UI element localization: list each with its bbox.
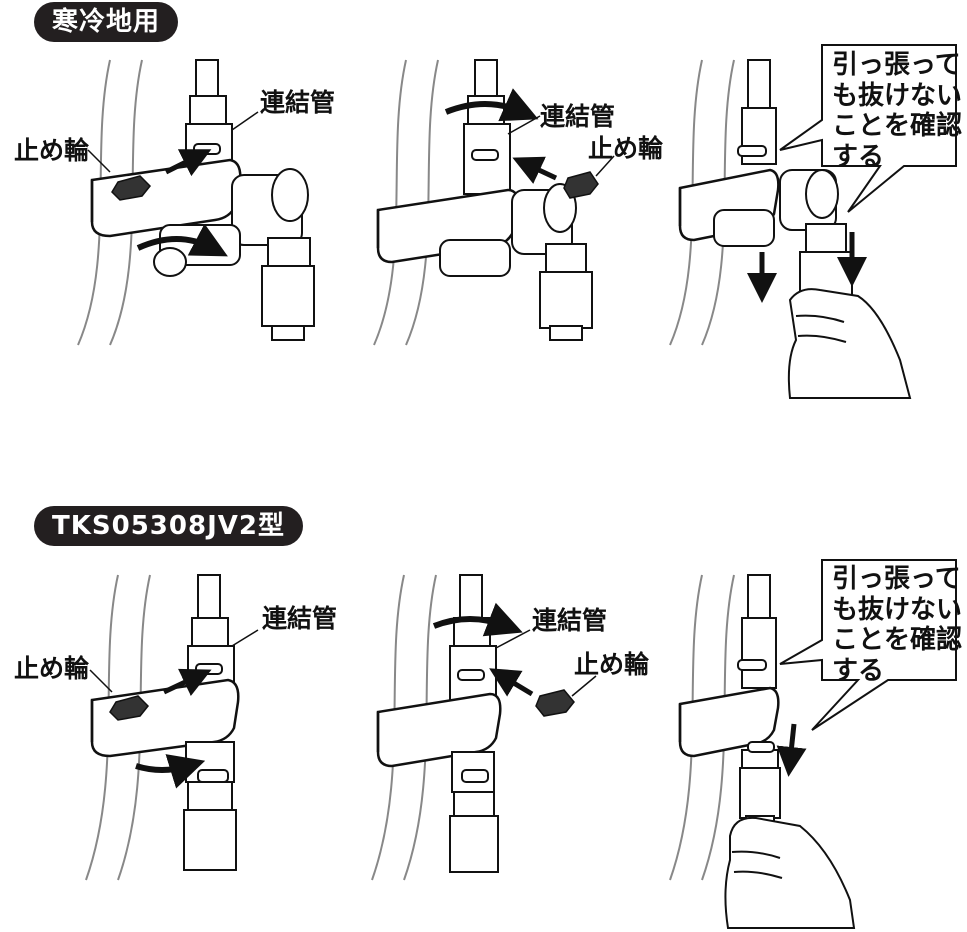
pipe-5 <box>449 574 497 707</box>
callout-line: する <box>832 142 885 173</box>
pipe-2 <box>463 59 511 195</box>
rotate-arrow-4 <box>135 754 206 789</box>
leader-pipe-5 <box>495 629 531 649</box>
label-connecting-pipe: 連結管 <box>532 606 608 635</box>
callout-line: ことを確認 <box>832 625 963 656</box>
callout-check-text: 引っ張って も抜けない ことを確認 する <box>832 50 962 173</box>
push-arrow-4 <box>162 668 212 696</box>
rotate-arrow-2 <box>444 88 539 122</box>
leader-ring-4 <box>89 669 113 693</box>
bracket-5 <box>376 692 502 768</box>
hand-3 <box>787 288 912 399</box>
label-retaining-ring: 止め輪 <box>14 136 90 165</box>
label-retaining-ring: 止め輪 <box>588 134 664 163</box>
label-retaining-ring: 止め輪 <box>574 650 650 679</box>
rotate-arrow-5 <box>432 602 523 637</box>
lower-pipe-5 <box>449 751 499 873</box>
leader-ring-5 <box>571 675 597 697</box>
push-arrow-2 <box>512 156 558 184</box>
section-badge-model: TKS05308JV2型 <box>34 506 303 546</box>
callout-box-2 <box>779 559 957 731</box>
label-retaining-ring: 止め輪 <box>14 654 90 683</box>
pull-arrow-6 <box>776 723 807 777</box>
label-connecting-pipe: 連結管 <box>262 604 338 633</box>
leader-pipe-1 <box>231 111 259 131</box>
elbow-3 <box>713 169 839 247</box>
lower-pipe-2 <box>539 243 593 341</box>
pipe-6 <box>737 574 777 689</box>
callout-line: ことを確認 <box>832 111 963 142</box>
rotate-arrow-1 <box>136 223 228 257</box>
lower-pipe-1 <box>261 237 315 341</box>
callout-line: する <box>832 656 885 687</box>
clip-1 <box>111 175 152 201</box>
leader-ring-2 <box>595 155 615 177</box>
clip-5 <box>535 689 575 717</box>
callout-line: 引っ張って <box>832 50 961 80</box>
label-connecting-pipe: 連結管 <box>540 102 616 131</box>
leader-ring-1 <box>87 149 111 173</box>
clip-4 <box>109 695 150 721</box>
pipe-3 <box>737 59 777 165</box>
label-connecting-pipe: 連結管 <box>260 88 336 117</box>
lower-pipe-4 <box>183 741 237 871</box>
callout-line: も抜けない <box>832 594 963 625</box>
section-badge-cold-region: 寒冷地用 <box>34 2 179 42</box>
callout-line: も抜けない <box>832 80 963 111</box>
leader-pipe-2 <box>507 115 541 135</box>
push-arrow-1 <box>164 149 212 177</box>
callout-line: 引っ張って <box>832 564 961 594</box>
clip-2 <box>563 171 599 199</box>
callout-check-text: 引っ張って も抜けない ことを確認 する <box>832 564 962 687</box>
bracket-6 <box>678 686 780 758</box>
callout-box-1 <box>779 44 957 213</box>
push-arrow-5 <box>489 668 534 697</box>
elbow-2 <box>439 183 577 277</box>
hand-6 <box>724 816 856 929</box>
leader-pipe-4 <box>231 629 259 647</box>
